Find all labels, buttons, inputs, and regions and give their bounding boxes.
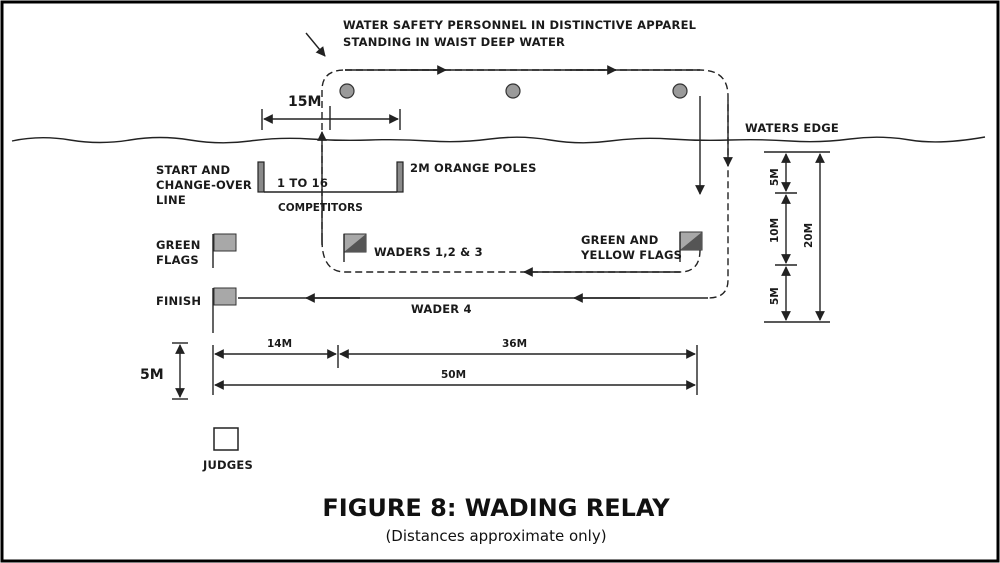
competitors-count-label: 1 TO 16 — [277, 176, 328, 190]
dim-50m-label: 50M — [441, 369, 466, 381]
start-label-line1: START AND — [156, 163, 230, 177]
wader-4-label: WADER 4 — [411, 302, 472, 316]
start-label-line2: CHANGE-OVER — [156, 178, 252, 192]
figure-subtitle: (Distances approximate only) — [385, 527, 606, 545]
course-inner-bottom — [321, 239, 701, 273]
dim-10m-label: 10M — [769, 218, 781, 243]
personnel-pointer-arrow — [305, 32, 326, 57]
start-label-line3: LINE — [156, 193, 186, 207]
orange-poles-label: 2M ORANGE POLES — [410, 161, 537, 175]
dim-36m-label: 36M — [502, 338, 527, 350]
finish-flag — [213, 287, 237, 306]
safety-buoy-3 — [672, 83, 688, 99]
dim-5m-top-label: 5M — [769, 168, 781, 186]
orange-pole-right — [396, 161, 404, 193]
personnel-label-line1: WATER SAFETY PERSONNEL IN DISTINCTIVE AP… — [343, 18, 697, 32]
personnel-label-line2: STANDING IN WAIST DEEP WATER — [343, 35, 565, 49]
green-yellow-label-line1: GREEN AND — [581, 233, 659, 247]
figure-title: FIGURE 8: WADING RELAY — [322, 494, 670, 522]
dim-5m-bottom-label: 5M — [769, 287, 781, 305]
orange-pole-left — [257, 161, 265, 193]
finish-label: FINISH — [156, 294, 201, 308]
waders-flag-split — [344, 234, 366, 252]
dim-15m-label: 15M — [288, 94, 321, 110]
dim-5m-left-label: 5M — [140, 367, 164, 383]
dim-20m-label: 20M — [803, 223, 815, 248]
judges-label: JUDGES — [202, 458, 253, 472]
competitors-label: COMPETITORS — [278, 202, 363, 214]
course-inner-dashed — [321, 69, 346, 240]
water-line — [11, 136, 986, 144]
green-flags-label-line2: FLAGS — [156, 253, 199, 267]
safety-buoy-1 — [339, 83, 355, 99]
waters-edge-label: WATERS EDGE — [745, 121, 839, 135]
judges-box — [213, 427, 239, 451]
green-flags-label-line1: GREEN — [156, 238, 201, 252]
course-outer-dashed — [345, 69, 729, 299]
waders-123-label: WADERS 1,2 & 3 — [374, 245, 483, 259]
green-yellow-label-line2: YELLOW FLAGS — [580, 248, 682, 262]
green-flag — [213, 233, 237, 252]
safety-buoy-2 — [505, 83, 521, 99]
green-yellow-flag-split — [680, 232, 702, 250]
dim-14m-label: 14M — [267, 338, 292, 350]
